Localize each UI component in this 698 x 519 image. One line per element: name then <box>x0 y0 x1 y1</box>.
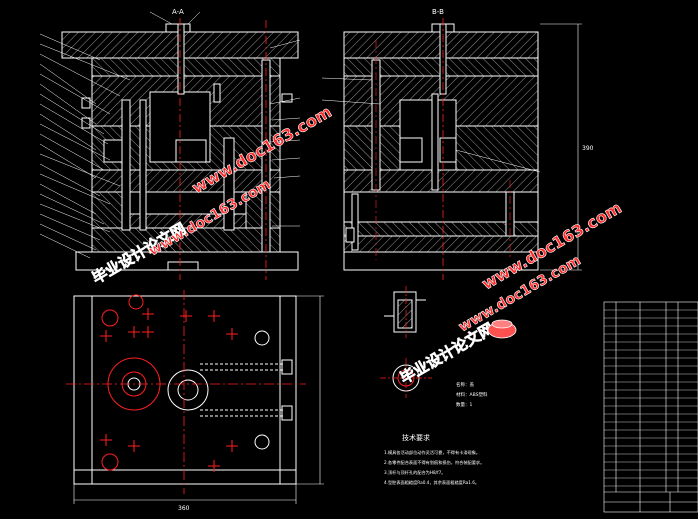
plan-width-dimension <box>73 295 324 504</box>
section-b-b-view <box>343 23 539 271</box>
section-a-a-view <box>61 23 299 271</box>
material-line-1: 名称：盖 <box>456 381 474 388</box>
tech-requirement-3: 3.顶杆与顶杆孔的配合为H8/f7。 <box>384 469 445 476</box>
tech-requirement-4: 4.型腔表面粗糙度Ra0.4，其余表面粗糙度Ra1.6。 <box>384 479 479 486</box>
material-line-2: 材料：ABS塑料 <box>456 391 488 398</box>
section-a-a-label: A-A <box>172 8 184 16</box>
plan-width-dimension-value: 360 <box>178 505 190 512</box>
plan-view <box>73 294 297 485</box>
section-b-b-leaders <box>321 77 541 173</box>
height-dimension <box>540 23 582 271</box>
parts-list-rows <box>604 309 698 487</box>
section-a-a-leaders <box>39 11 301 259</box>
tech-requirements-title: 技术要求 <box>402 433 430 442</box>
plan-view-ejector-marks <box>100 308 238 472</box>
watermark-site-name-2: 毕业设计论文网 <box>397 319 497 387</box>
watermark-cap-icon <box>487 319 517 339</box>
parts-list-table <box>603 301 698 513</box>
height-dimension-value: 390 <box>582 145 594 152</box>
tech-requirement-1: 1.模具各活动部位动作灵活可靠，不得有卡滞现象。 <box>384 449 480 456</box>
tech-requirement-2: 2.各零件配合表面不得有划痕和损伤，符合装配要求。 <box>384 459 484 466</box>
material-line-3: 数量：1 <box>456 401 472 408</box>
section-b-b-label: B-B <box>432 8 444 16</box>
